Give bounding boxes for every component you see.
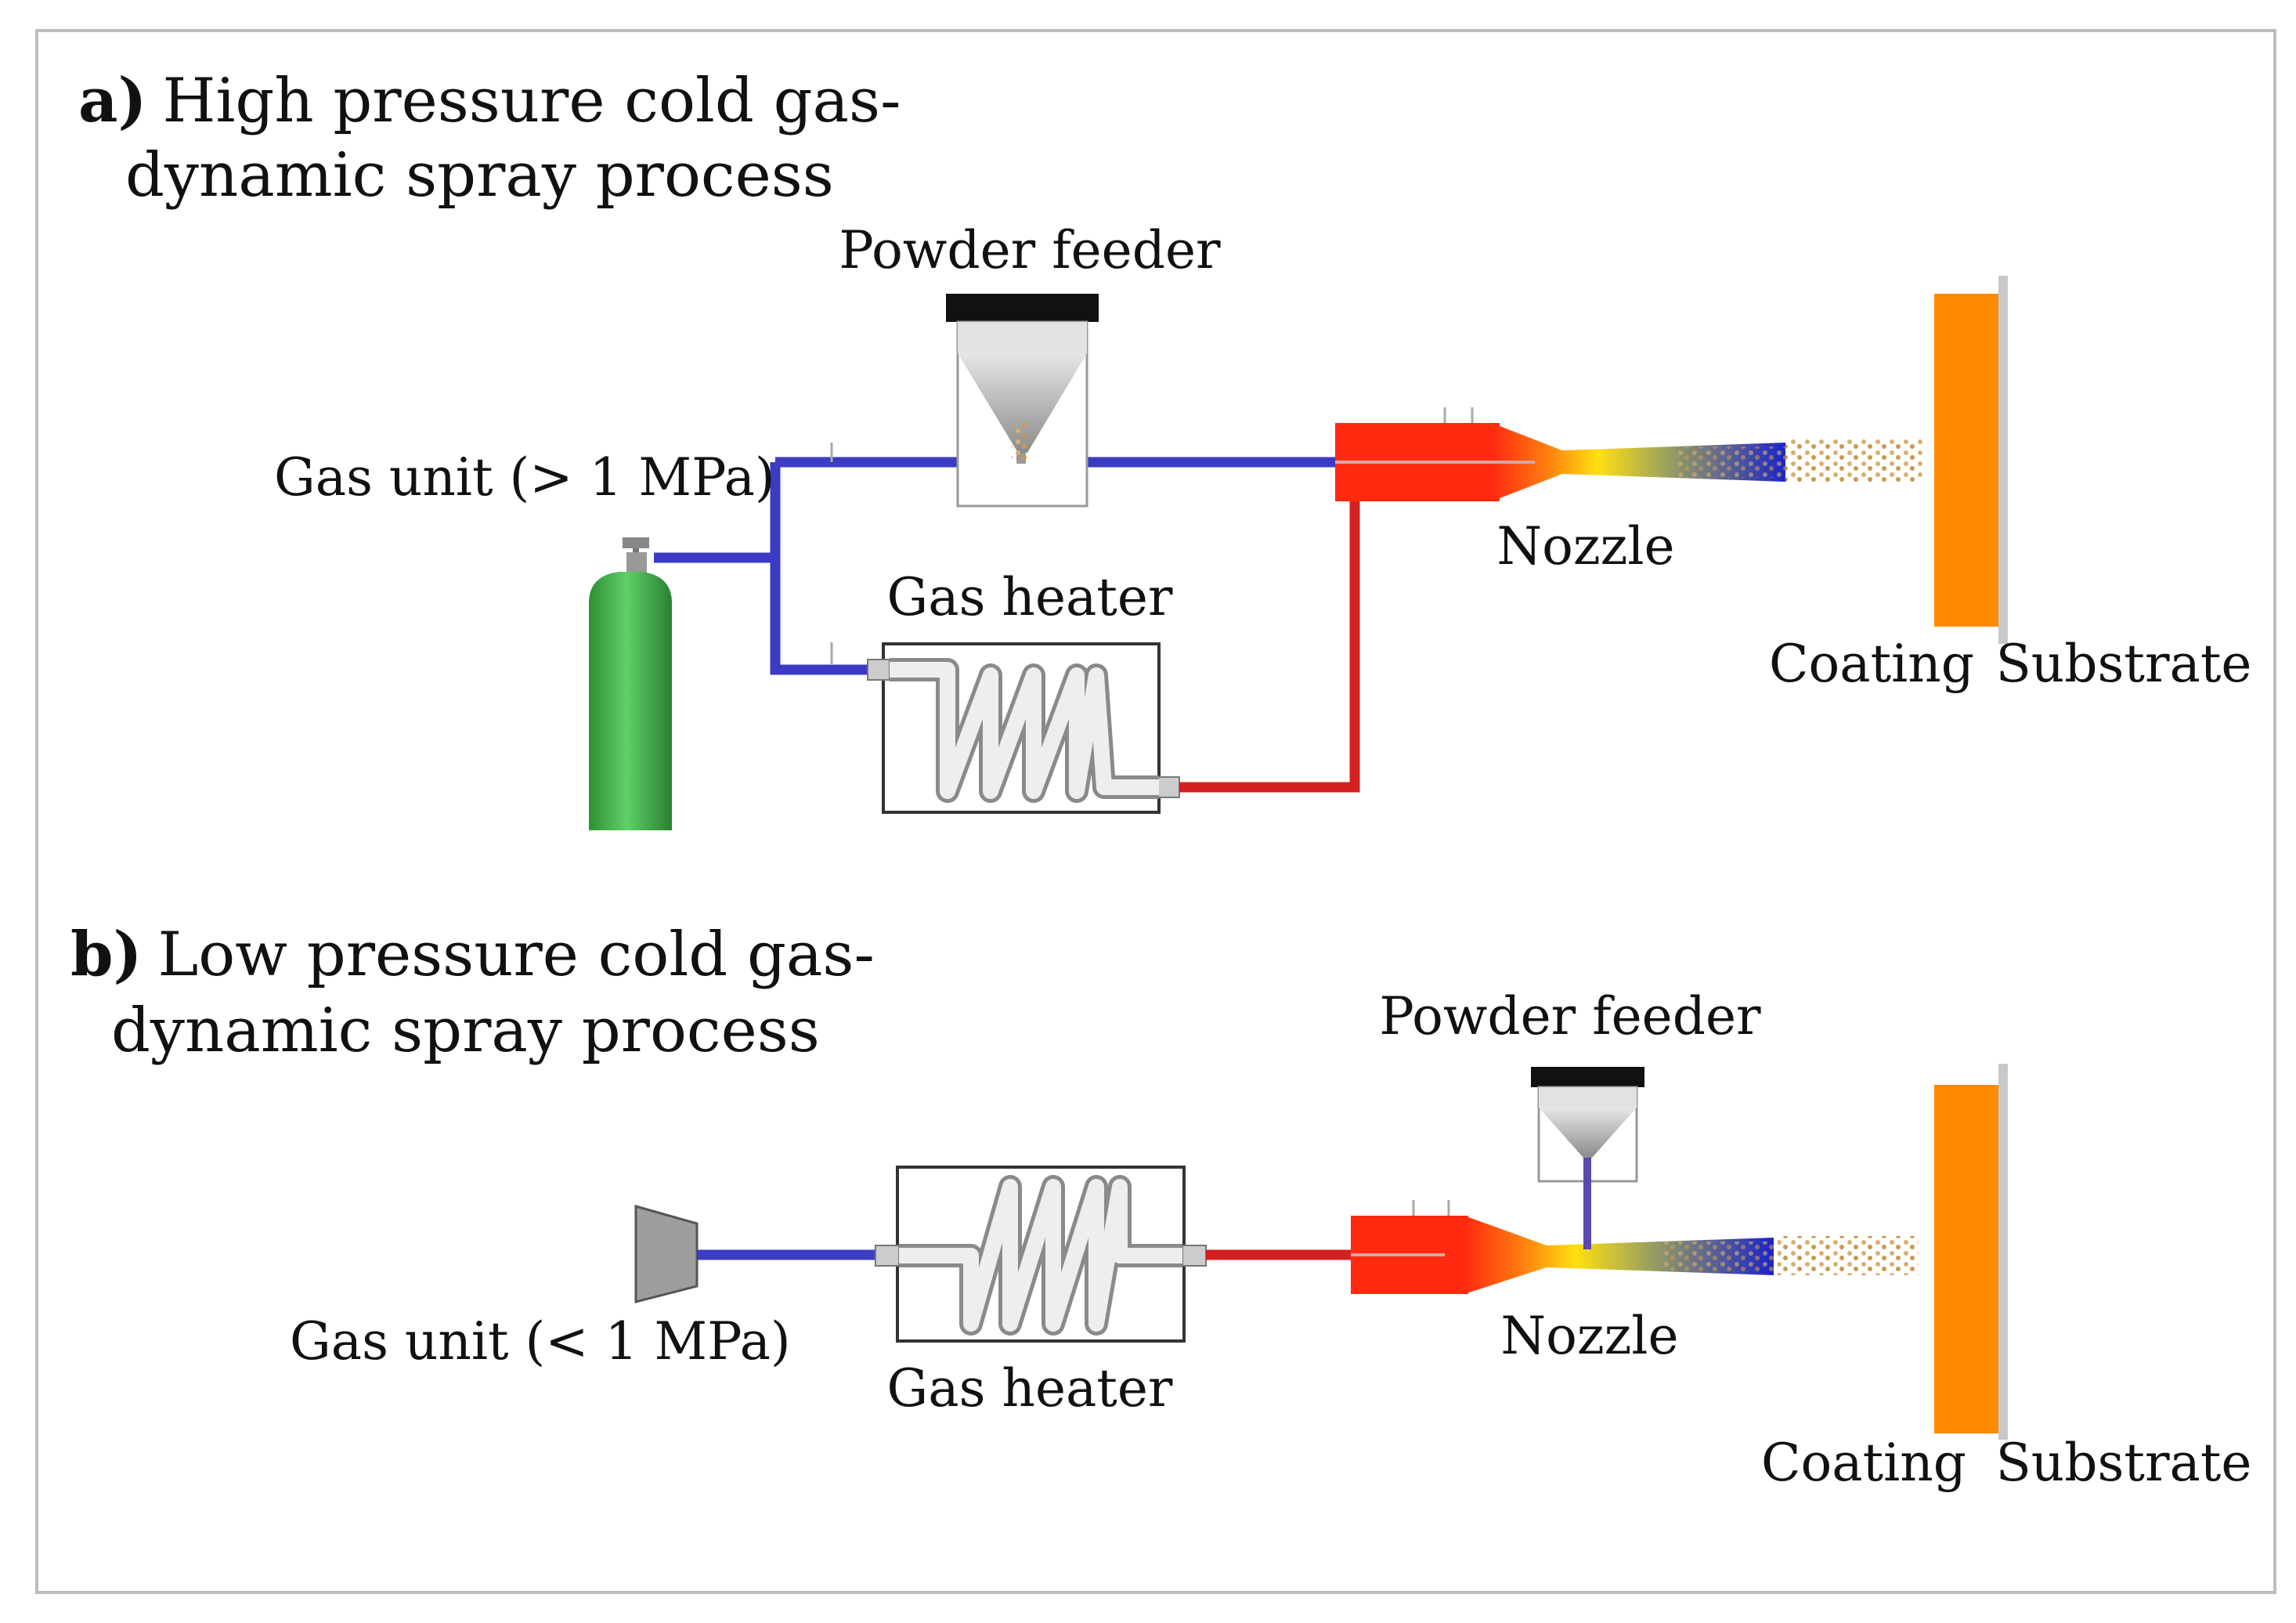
panel-b-title-line2: dynamic spray process [111, 996, 820, 1066]
panel-a-title-text: High pressure cold gas- [162, 66, 901, 136]
gas-heater-b [875, 1166, 1207, 1343]
coating-a-label: Coating [1769, 634, 1974, 694]
substrate-b [1998, 1064, 2008, 1440]
gas-unit-a-label: Gas unit (> 1 MPa) [274, 447, 775, 508]
particle-stream-b [1778, 1236, 1919, 1275]
gas-heater-a-label: Gas heater [887, 567, 1173, 627]
gas-unit-b-label: Gas unit (< 1 MPa) [290, 1311, 791, 1372]
panel-a-tag: a) [78, 65, 146, 136]
panel-b: b)Low pressure cold gas- dynamic spray p… [70, 919, 2251, 1493]
coating-b-label: Coating [1761, 1433, 1966, 1493]
particle-stream-a [1785, 439, 1922, 482]
nozzle-b [1351, 1200, 1774, 1294]
powder-feeder-a [946, 294, 1099, 508]
nozzle-b-label: Nozzle [1500, 1306, 1678, 1366]
substrate-a-label: Substrate [1996, 634, 2252, 694]
nozzle-a-label: Nozzle [1496, 516, 1674, 577]
panel-b-tag: b) [70, 919, 142, 990]
substrate-a [1998, 276, 2008, 644]
powder-feeder-b-label: Powder feeder [1379, 986, 1761, 1046]
nozzle-a [1335, 407, 1785, 501]
gas-heater-b-label: Gas heater [887, 1358, 1173, 1419]
coating-layer-a [1934, 294, 1998, 627]
gas-heater-a [867, 642, 1180, 814]
hot-gas-pipe-a [1179, 493, 1360, 793]
powder-feeder-b [1531, 1067, 1644, 1249]
powder-feeder-a-label: Powder feeder [839, 220, 1221, 280]
substrate-b-label: Substrate [1996, 1433, 2252, 1493]
panel-a-title-line1: a)High pressure cold gas- [78, 65, 901, 136]
gas-cylinder-icon [589, 537, 672, 830]
compressor-icon [634, 1205, 699, 1303]
panel-a-title-line2: dynamic spray process [125, 140, 834, 211]
panel-b-title-text: Low pressure cold gas- [157, 920, 874, 990]
panel-b-title-line1: b)Low pressure cold gas- [70, 919, 875, 990]
coating-layer-b [1934, 1085, 1998, 1433]
panel-a: a)High pressure cold gas- dynamic spray … [78, 65, 2251, 830]
